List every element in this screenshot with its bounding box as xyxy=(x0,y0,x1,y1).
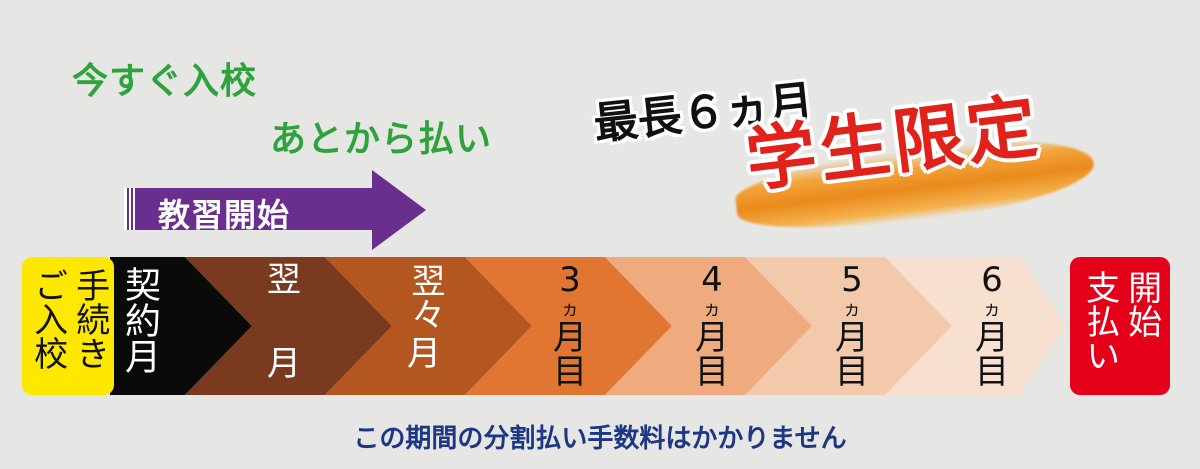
payment-start-label-right: 開始 xyxy=(1121,270,1162,338)
lesson-start-arrow xyxy=(124,170,426,250)
month-3-ka: ヵ xyxy=(561,299,579,320)
tagline-pay-later: あとから払い xyxy=(270,119,493,160)
month-6-number: 6 xyxy=(981,260,1003,300)
month-3-getsu: 月 xyxy=(553,318,587,358)
month-6-ka: ヵ xyxy=(983,299,1001,320)
segment-contract-month xyxy=(110,257,252,395)
month-4-getsu: 月 xyxy=(695,318,729,358)
segment-month-4 xyxy=(605,257,812,395)
month-6-me: 目 xyxy=(975,352,1009,392)
month-3-me: 目 xyxy=(553,352,587,392)
month-4-label: 4 ヵ 月 目 xyxy=(682,263,742,389)
month-3-number: 3 xyxy=(559,260,581,300)
month-after-next-label: 翌々 月 xyxy=(392,263,456,371)
no-installment-fee-note: この期間の分割払い手数料はかかりません xyxy=(353,424,847,454)
month-5-number: 5 xyxy=(841,260,863,300)
procedure-label-right: 手続き xyxy=(69,268,110,370)
next-month-top: 翌 xyxy=(267,260,301,300)
contract-month-label: 契約月 xyxy=(119,266,160,374)
month-4-me: 目 xyxy=(695,352,729,392)
month-4-number: 4 xyxy=(701,260,723,300)
month-6-getsu: 月 xyxy=(975,318,1009,358)
month-after-next-top: 翌々 xyxy=(404,263,445,331)
segment-month-6 xyxy=(885,257,1066,395)
lesson-start-label: 教習開始 xyxy=(158,196,291,234)
month-5-me: 目 xyxy=(835,352,869,392)
segment-month-3 xyxy=(465,257,672,395)
segment-month-after-next xyxy=(325,257,532,395)
month-4-ka: ヵ xyxy=(703,299,721,320)
month-3-label: 3 ヵ 月 目 xyxy=(540,263,600,389)
month-6-label: 6 ヵ 月 目 xyxy=(962,263,1022,389)
month-5-ka: ヵ xyxy=(843,299,861,320)
procedure-label-left: ご入校 xyxy=(27,268,68,370)
month-after-next-bottom: 月 xyxy=(407,334,441,374)
segment-next-month xyxy=(185,257,392,395)
next-month-label: 翌 月 xyxy=(254,263,314,381)
procedure-box xyxy=(22,257,114,395)
payment-start-label-left: 支払い xyxy=(1079,270,1120,372)
month-5-getsu: 月 xyxy=(835,318,869,358)
tagline-enroll-now: 今すぐ入校 xyxy=(72,61,258,102)
month-5-label: 5 ヵ 月 目 xyxy=(822,263,882,389)
segment-month-5 xyxy=(745,257,952,395)
next-month-bottom: 月 xyxy=(267,344,301,384)
payment-start-box xyxy=(1070,257,1170,395)
